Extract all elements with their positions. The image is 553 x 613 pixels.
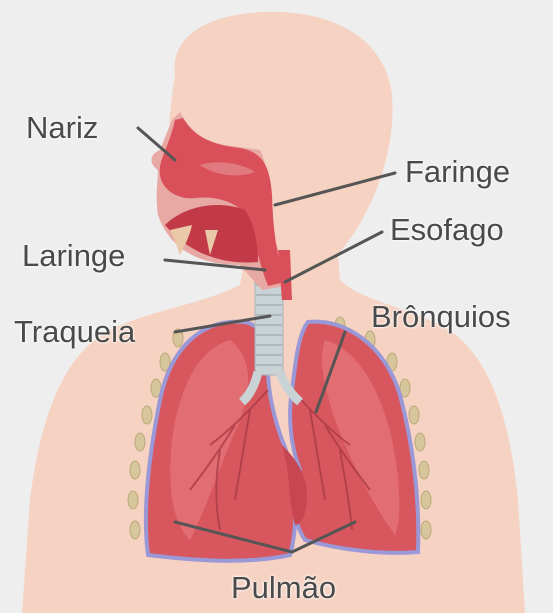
label-esofago: Esofago <box>390 214 504 245</box>
label-laringe: Laringe <box>22 240 125 271</box>
label-bronquios: Brônquios <box>371 301 511 332</box>
label-pulmao: Pulmão <box>231 572 336 603</box>
label-traqueia: Traqueia <box>14 316 135 347</box>
label-faringe: Faringe <box>405 156 510 187</box>
label-nariz: Nariz <box>26 112 98 143</box>
